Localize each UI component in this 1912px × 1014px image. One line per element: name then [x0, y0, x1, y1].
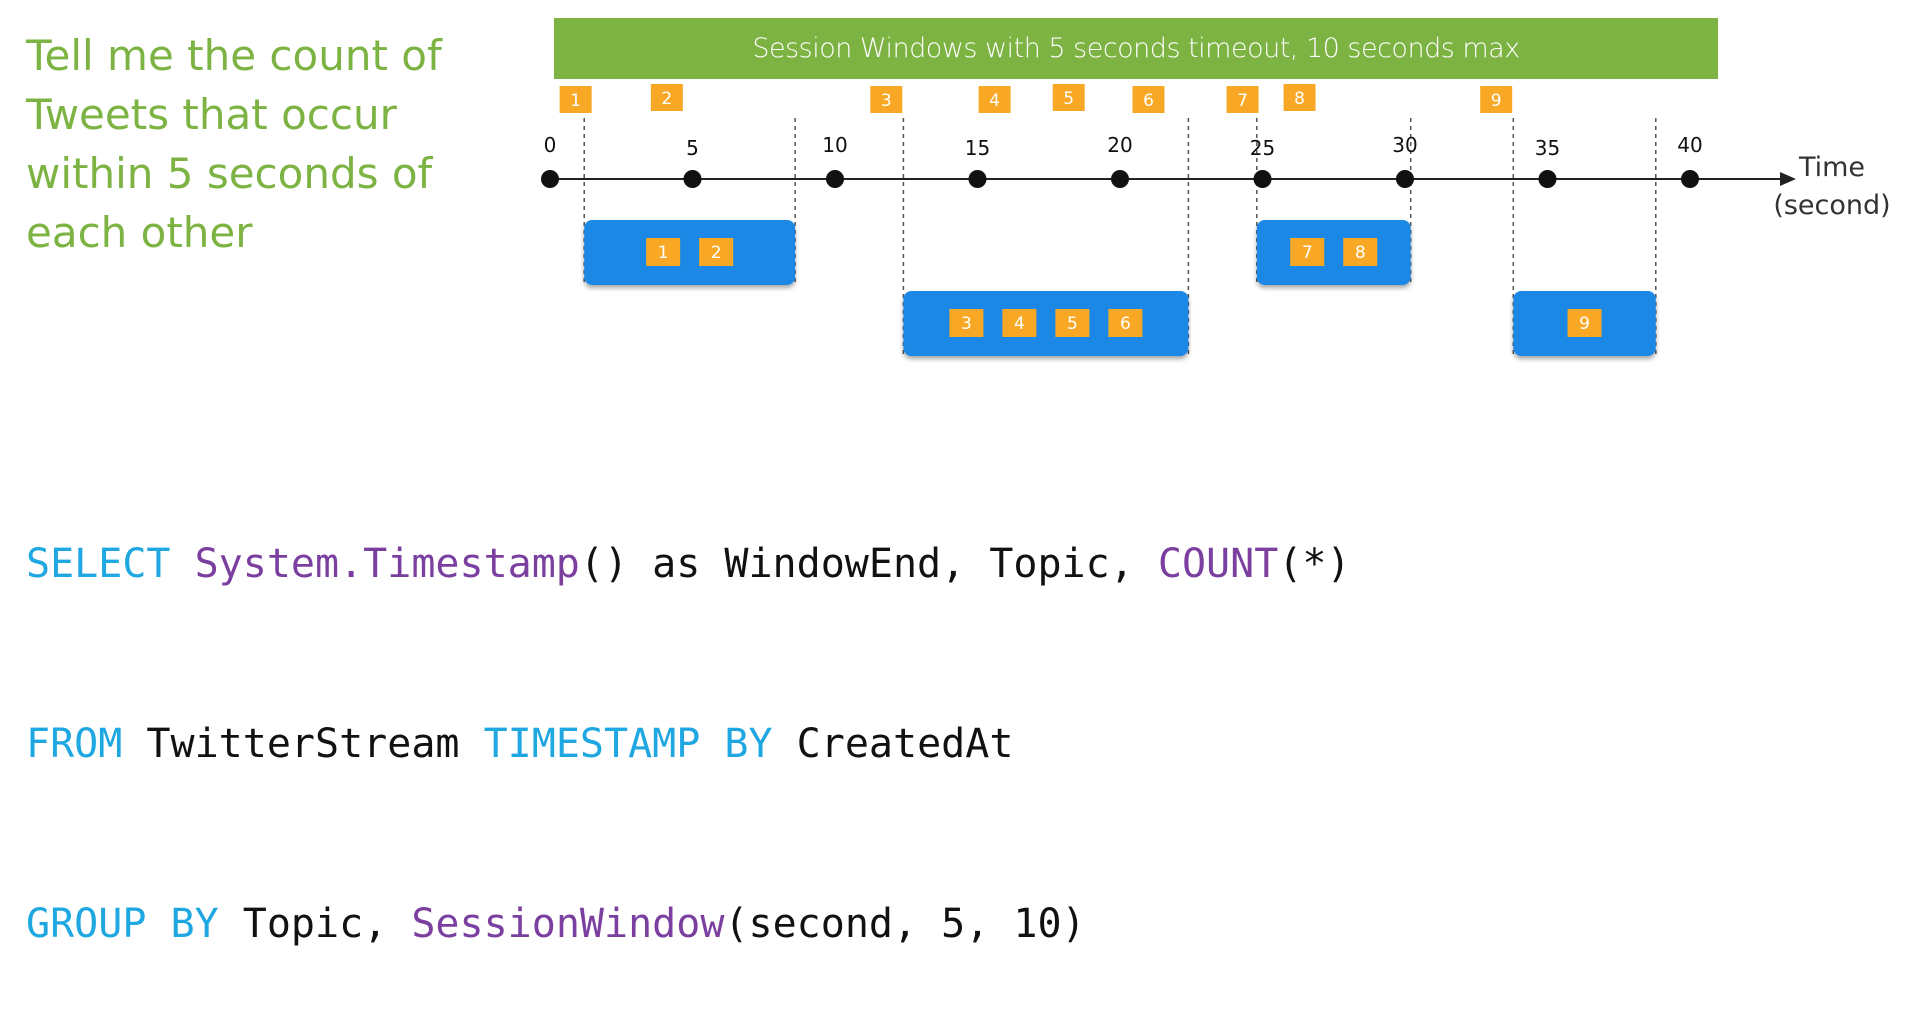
event-label: 5 — [1063, 89, 1074, 109]
timestamp-field: CreatedAt — [796, 721, 1014, 767]
function-timestamp: System.Timestamp — [194, 541, 580, 587]
keyword-timestamp-by: TIMESTAMP BY — [483, 721, 797, 767]
window-event-label: 9 — [1579, 314, 1590, 334]
tick-label: 5 — [686, 136, 699, 160]
window-event-box — [1002, 309, 1037, 337]
event-marker: 1 — [559, 86, 592, 113]
window-event-label: 2 — [711, 243, 722, 263]
window-event-box — [1108, 309, 1143, 337]
session-window: 3 4 5 6 — [903, 291, 1189, 356]
select-columns: () as WindowEnd, Topic, — [579, 541, 1158, 587]
question-line: Tell me the count of — [26, 31, 442, 80]
tick-dot — [1253, 170, 1272, 188]
function-count: COUNT — [1157, 541, 1279, 587]
window-event-label: 5 — [1067, 314, 1078, 334]
window-event-box — [949, 309, 984, 337]
session-window-box — [584, 220, 796, 285]
window-event-label: 1 — [658, 243, 669, 263]
tick-dot — [683, 170, 702, 188]
stream-name: TwitterStream — [146, 721, 484, 767]
tick-dot — [541, 170, 559, 188]
event-box — [1226, 86, 1259, 113]
axis-unit: (second) — [1773, 190, 1890, 221]
tick-label: 40 — [1677, 133, 1702, 157]
event-box — [1132, 86, 1165, 113]
window-event-box — [1055, 309, 1090, 337]
tick-label: 15 — [965, 136, 990, 160]
question-text: Tell me the count of Tweets that occur w… — [26, 26, 466, 262]
event-label: 8 — [1294, 89, 1305, 109]
event-marker: 2 — [650, 84, 683, 111]
event-box — [559, 86, 592, 113]
event-box — [870, 86, 903, 113]
banner-title: Session Windows with 5 seconds timeout, … — [554, 18, 1718, 79]
event-label: 7 — [1237, 91, 1248, 111]
session-window: 9 — [1513, 291, 1656, 356]
event-marker: 6 — [1132, 86, 1165, 113]
query-line-group-by: GROUP BY Topic, SessionWindow(second, 5,… — [26, 894, 1351, 954]
session-window-box — [1256, 220, 1411, 285]
window-event-box — [1343, 238, 1378, 266]
event-marker: 5 — [1052, 84, 1085, 111]
session-window-args: (second, 5, 10) — [724, 901, 1086, 947]
tick-label: 10 — [822, 133, 847, 157]
window-event-label: 4 — [1014, 314, 1025, 334]
event-label: 1 — [570, 91, 581, 111]
tick-label: 35 — [1535, 136, 1560, 160]
tick-label: 20 — [1107, 133, 1132, 157]
event-marker: 9 — [1480, 86, 1513, 113]
window-event-label: 3 — [961, 314, 972, 334]
tick-label: 30 — [1392, 133, 1417, 157]
tick-dot — [1681, 170, 1699, 188]
tick-dot — [826, 170, 844, 188]
window-event-label: 6 — [1120, 314, 1131, 334]
function-session-window: SessionWindow — [411, 901, 725, 947]
count-args: (*) — [1278, 541, 1351, 587]
event-box — [978, 86, 1011, 113]
query-code: SELECT System.Timestamp() as WindowEnd, … — [26, 414, 1351, 1014]
axis-title: Time — [1798, 152, 1865, 183]
event-marker: 7 — [1226, 86, 1259, 113]
event-marker: 3 — [870, 86, 903, 113]
window-event-box — [1290, 238, 1325, 266]
event-box — [1052, 84, 1085, 111]
window-event-label: 8 — [1355, 243, 1366, 263]
event-label: 4 — [989, 91, 1000, 111]
tick-label: 25 — [1250, 136, 1275, 160]
keyword-select: SELECT — [26, 541, 195, 587]
question-line: each other — [26, 208, 253, 257]
keyword-from: FROM — [26, 721, 147, 767]
tick-dot — [968, 170, 987, 188]
axis-arrow-icon — [1780, 172, 1796, 186]
event-box — [1283, 84, 1316, 111]
event-box — [1480, 86, 1513, 113]
window-event-box — [646, 238, 681, 266]
keyword-group-by: GROUP BY — [26, 901, 243, 947]
event-label: 6 — [1143, 91, 1154, 111]
tick-dot — [1396, 170, 1414, 188]
session-window-box — [903, 291, 1189, 356]
window-event-box — [1567, 309, 1602, 337]
window-event-label: 7 — [1302, 243, 1313, 263]
tick-dot — [1538, 170, 1557, 188]
event-label: 2 — [661, 89, 672, 109]
group-topic: Topic, — [242, 901, 412, 947]
query-line-from: FROM TwitterStream TIMESTAMP BY CreatedA… — [26, 714, 1351, 774]
query-line-select: SELECT System.Timestamp() as WindowEnd, … — [26, 534, 1351, 594]
window-event-box — [699, 238, 734, 266]
tick-dot — [1111, 170, 1129, 188]
event-box — [650, 84, 683, 111]
event-marker: 8 — [1283, 84, 1316, 111]
event-label: 3 — [881, 91, 892, 111]
event-marker: 4 — [978, 86, 1011, 113]
tick-label: 0 — [544, 133, 557, 157]
event-label: 9 — [1491, 91, 1502, 111]
question-line: Tweets that occur — [26, 90, 397, 139]
question-line: within 5 seconds of — [26, 149, 433, 198]
